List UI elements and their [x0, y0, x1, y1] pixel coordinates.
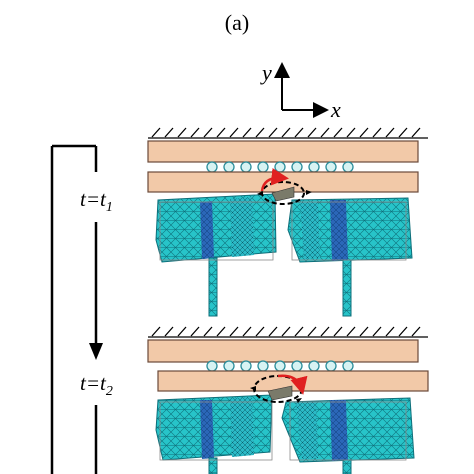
panel-label: (a) [225, 10, 249, 35]
ground-hatch [148, 127, 428, 139]
top-plate [147, 140, 419, 163]
x-axis-label: x [330, 97, 341, 122]
coordinate-axes: y x [260, 60, 341, 122]
ground-hatch [148, 326, 428, 338]
top-plate [147, 339, 419, 363]
left-mesh-body [155, 394, 273, 474]
rotation-arrow-icon [277, 374, 308, 395]
sliding-plate [157, 370, 429, 392]
roller-balls [206, 360, 354, 372]
y-axis-label: y [260, 60, 272, 85]
right-mesh-body [281, 397, 415, 474]
stage-1-label: t=t1 [80, 187, 113, 215]
downward-arrow-icon [89, 343, 103, 360]
contact-region [257, 168, 312, 205]
stage-2-schematic [147, 326, 429, 474]
left-mesh-body [155, 193, 277, 317]
process-bracket [50, 144, 98, 474]
stage-2-label: t=t2 [80, 371, 113, 399]
stage-1-schematic [147, 127, 428, 317]
roller-balls [206, 161, 354, 173]
rotation-arrow-icon [260, 168, 289, 192]
contact-region [250, 374, 308, 403]
right-mesh-body [287, 197, 413, 317]
